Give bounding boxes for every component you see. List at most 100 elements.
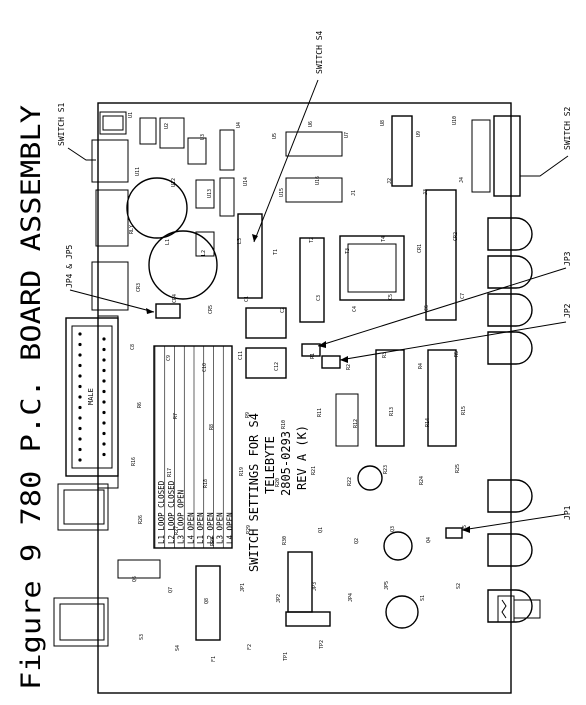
component-ref-label: R4 [418, 363, 424, 369]
component-ref-label: J2 [387, 178, 393, 184]
component-ref-label: R8 [209, 424, 215, 430]
component-ref-label: R25 [455, 464, 461, 473]
component-ref-label: C10 [202, 363, 208, 372]
component-ref-label: U1 [128, 112, 134, 118]
component-ref-label: CR2 [453, 232, 459, 241]
component-ref-label: TP2 [319, 640, 325, 649]
component-ref-label: CR3 [136, 283, 142, 292]
component-ref-label: R2 [346, 364, 352, 370]
db-pin [78, 353, 82, 357]
db-pin [78, 426, 82, 431]
component-ref-label: R5 [454, 351, 460, 357]
component-ref-label: S4 [175, 645, 181, 651]
component-ref-label: R21 [311, 466, 317, 475]
switch-setting-row: L4 OPEN [225, 512, 234, 544]
callout-switch-s1: SWITCH S1 [57, 102, 66, 146]
db-pin [78, 384, 82, 389]
component-ref-label: JP3 [312, 582, 318, 591]
switch-setting-row: L2 LOOP CLOSED [167, 480, 176, 544]
component-ref-label: R7 [173, 413, 179, 419]
component-ref-label: U12 [171, 178, 177, 187]
component-ref-label: Q2 [354, 538, 360, 544]
db-pin [78, 374, 82, 378]
component-ref-label: L1 [165, 239, 171, 245]
company-label: TELEBYTE [263, 436, 277, 494]
component-ref-label: JP5 [384, 581, 390, 590]
component-ref-label: R9 [245, 412, 251, 418]
component-ref-label: R1 [310, 353, 316, 359]
switch-settings-title: SWITCH SETTINGS FOR S4 [247, 413, 261, 572]
component-ref-label: R29 [246, 525, 252, 534]
component-ref-label: R11 [317, 408, 323, 417]
component-ref-label: R15 [461, 406, 467, 415]
db-pin [102, 400, 106, 404]
transformer-t1 [126, 177, 188, 239]
db-pin [102, 358, 106, 362]
component-ref-label: U9 [416, 131, 422, 137]
jumper-jp4-jp5 [155, 303, 181, 319]
transformer-t2 [148, 230, 218, 300]
component-ref-label: S3 [139, 634, 145, 640]
callout-jp1: JP1 [563, 505, 572, 520]
component-ref-label: F2 [247, 644, 253, 650]
component-ref-label: CR5 [208, 305, 214, 314]
switch-setting-row: L4 OPEN [186, 512, 195, 544]
db-pin [78, 458, 82, 462]
revision-label: REV A (K) [295, 425, 309, 490]
component-ref-label: T4 [381, 236, 387, 242]
component-ref-label: R10 [281, 420, 287, 429]
component-ref-label: R19 [239, 467, 245, 476]
connector-male-label: MALE [87, 388, 95, 405]
component-ref-label: T3 [345, 248, 351, 254]
component-ref-label: R14 [425, 418, 431, 427]
component-ref-label: U14 [243, 177, 249, 186]
component-ref-label: C1 [244, 296, 250, 302]
jumper-jp3 [301, 343, 321, 357]
component-ref-label: R23 [383, 465, 389, 474]
component-ref-label: R6 [137, 402, 143, 408]
component-ref-label: U11 [135, 167, 141, 176]
component-ref-label: Q4 [426, 537, 432, 543]
switch-setting-row: L1 LOOP CLOSED [157, 480, 166, 544]
db-pin [102, 379, 106, 383]
component-ref-label: C8 [130, 344, 136, 350]
callout-switch-s4: SWITCH S4 [315, 30, 324, 74]
callout-jp2: JP2 [563, 303, 572, 318]
component-ref-label: U2 [164, 123, 170, 129]
component-ref-label: R3 [382, 352, 388, 358]
switch-setting-row: L3 LOOP OPEN [177, 490, 186, 544]
db-pin [78, 437, 82, 441]
component-ref-label: JP4 [348, 593, 354, 602]
component-ref-label: C11 [238, 351, 244, 360]
component-ref-label: U13 [207, 189, 213, 198]
pcb-outline [97, 102, 512, 694]
component-ref-label: U10 [452, 116, 458, 125]
component-ref-label: Q6 [132, 576, 138, 582]
db-pin [78, 405, 82, 410]
db-pin [102, 431, 106, 436]
component-ref-label: CR1 [417, 244, 423, 253]
component-ref-label: J3 [423, 189, 429, 195]
db-pin [78, 342, 82, 347]
component-ref-label: R30 [282, 536, 288, 545]
db-pin [102, 452, 106, 457]
component-ref-label: C9 [166, 355, 172, 361]
db-pin [78, 447, 82, 452]
switch-setting-row: L2 OPEN [206, 512, 215, 544]
jumper-jp1 [445, 527, 463, 539]
db-pin [102, 389, 106, 394]
switch-s1-body [91, 139, 129, 183]
component-ref-label: T2 [309, 237, 315, 243]
component-ref-label: JP1 [240, 583, 246, 592]
component-ref-label: U16 [315, 176, 321, 185]
db-pin [102, 421, 106, 425]
component-ref-label: R17 [167, 468, 173, 477]
component-ref-label: T1 [273, 249, 279, 255]
component-ref-label: C12 [274, 362, 280, 371]
db-pin [102, 368, 106, 373]
db-pin [102, 442, 106, 446]
component-ref-label: Q7 [168, 587, 174, 593]
